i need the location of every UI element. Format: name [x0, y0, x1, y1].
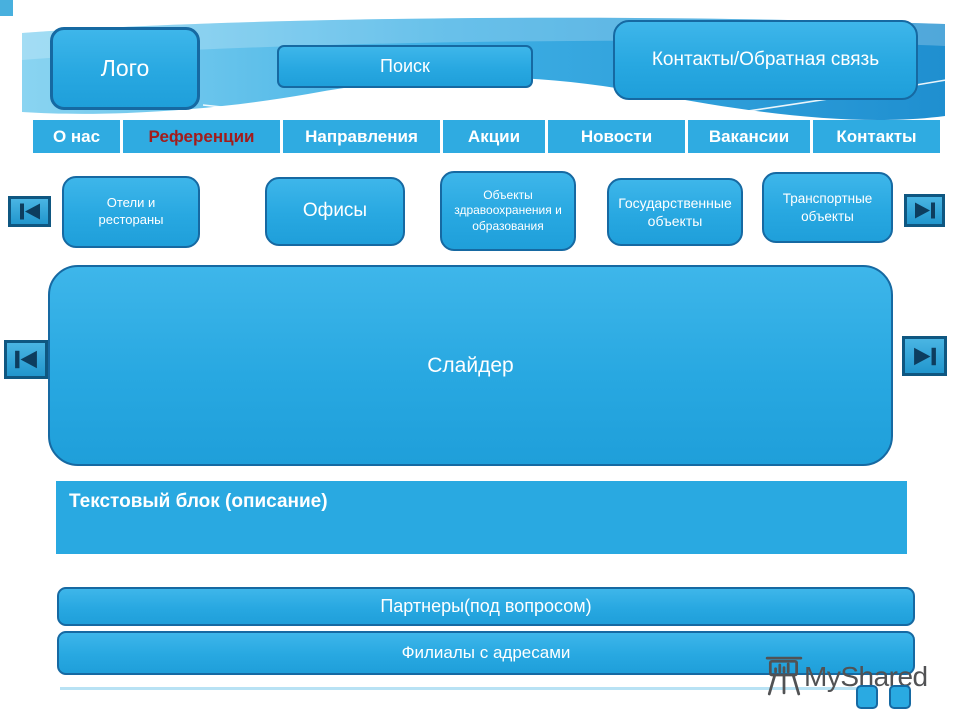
- search-label: Поиск: [380, 56, 430, 76]
- category-label: Транспортные объекты: [782, 190, 873, 224]
- search-input[interactable]: Поиск: [277, 45, 533, 88]
- category-label: Объекты здравоохранения и образования: [454, 187, 562, 233]
- decoration-square: [889, 685, 911, 709]
- contacts-feedback-label: Контакты/Обратная связь: [651, 49, 880, 70]
- category-transport[interactable]: Транспортные объекты: [762, 172, 893, 243]
- bottom-divider-line: [60, 687, 868, 690]
- category-hotels-restaurants[interactable]: Отели и рестораны: [62, 176, 200, 248]
- nav-item-vacancies[interactable]: Вакансии: [685, 120, 810, 153]
- categories-next-button[interactable]: [904, 194, 945, 227]
- nav-item-directions[interactable]: Направления: [280, 120, 440, 153]
- decoration-square: [856, 685, 878, 709]
- nav-item-news[interactable]: Новости: [545, 120, 685, 153]
- slider-next-button[interactable]: [902, 336, 947, 376]
- logo-box[interactable]: Лого: [50, 27, 200, 110]
- nav-item-references[interactable]: Референции: [120, 120, 280, 153]
- partners-label: Партнеры(под вопросом): [380, 596, 592, 616]
- description-text-block: Текстовый блок (описание): [56, 481, 907, 554]
- skip-next-icon: [914, 202, 935, 219]
- category-government[interactable]: Государственные объекты: [607, 178, 743, 246]
- skip-previous-icon: [19, 203, 40, 220]
- text-block-label: Текстовый блок (описание): [69, 491, 328, 512]
- branches-block[interactable]: Филиалы с адресами: [57, 631, 915, 675]
- branches-label: Филиалы с адресами: [401, 643, 571, 662]
- categories-prev-button[interactable]: [8, 196, 51, 227]
- easel-chart-icon: [765, 656, 803, 696]
- slider-label: Слайдер: [427, 353, 514, 377]
- contacts-feedback-button[interactable]: Контакты/Обратная связь: [613, 20, 918, 100]
- partners-block[interactable]: Партнеры(под вопросом): [57, 587, 915, 626]
- nav-item-promotions[interactable]: Акции: [440, 120, 545, 153]
- skip-previous-icon: [15, 350, 37, 369]
- category-healthcare-education[interactable]: Объекты здравоохранения и образования: [440, 171, 576, 251]
- category-label: Отели и рестораны: [98, 195, 164, 227]
- myshared-watermark: MyShared: [764, 650, 944, 702]
- category-offices[interactable]: Офисы: [265, 177, 405, 246]
- main-navigation: О нас Референции Направления Акции Новос…: [33, 120, 940, 153]
- slider-prev-button[interactable]: [4, 340, 48, 379]
- category-label: Офисы: [302, 200, 368, 222]
- logo-label: Лого: [100, 55, 150, 81]
- slider-placeholder[interactable]: Слайдер: [48, 265, 893, 466]
- nav-item-contacts[interactable]: Контакты: [810, 120, 940, 153]
- nav-item-about[interactable]: О нас: [52, 126, 101, 146]
- category-label: Государственные объекты: [618, 194, 732, 229]
- skip-next-icon: [913, 347, 936, 365]
